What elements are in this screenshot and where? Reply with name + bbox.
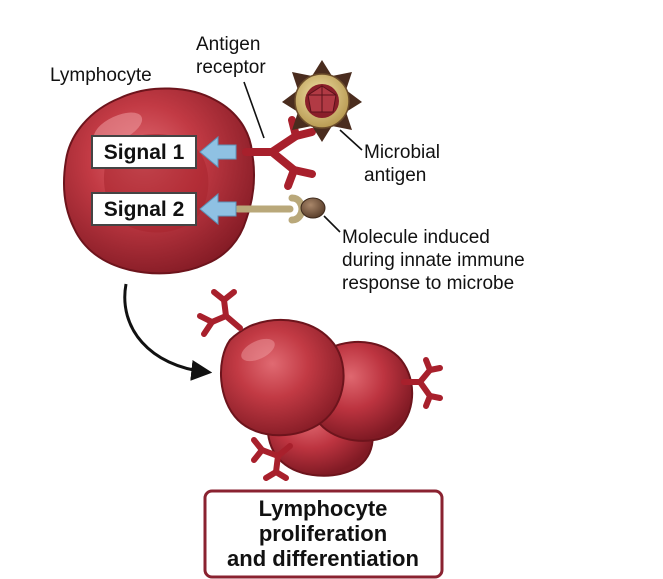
result-box: Lymphocyte proliferation and differentia… bbox=[203, 489, 444, 579]
result-label-line2: proliferation bbox=[259, 521, 387, 546]
microbial-antigen-icon bbox=[282, 60, 362, 142]
microbial-antigen-label-line2: antigen bbox=[364, 165, 426, 186]
daughter-receptor-bottom-icon bbox=[251, 437, 293, 481]
costimulator-molecule-icon bbox=[300, 197, 326, 219]
daughter-cell-front bbox=[220, 319, 345, 437]
proliferation-arrow-icon bbox=[123, 283, 213, 381]
antigen-receptor-label-line2: receptor bbox=[196, 57, 266, 78]
signal-2-label: Signal 2 bbox=[104, 198, 185, 221]
signal-1-box: Signal 1 bbox=[91, 135, 197, 169]
lymphocyte-label: Lymphocyte bbox=[50, 65, 152, 86]
signal-2-box: Signal 2 bbox=[91, 192, 197, 226]
result-label-line1: Lymphocyte bbox=[259, 496, 388, 521]
result-label-line3: and differentiation bbox=[227, 546, 419, 571]
signal-1-label: Signal 1 bbox=[104, 141, 185, 164]
daughter-receptor-right-icon bbox=[401, 357, 443, 409]
signal-2-arrow-icon bbox=[199, 192, 237, 226]
signal-1-arrow-icon bbox=[199, 135, 237, 169]
leader-lines bbox=[243, 81, 363, 233]
antigen-receptor-icon bbox=[242, 116, 316, 190]
molecule-label-line2: during innate immune bbox=[342, 250, 525, 271]
molecule-label-line3: response to microbe bbox=[342, 273, 514, 294]
costimulator-receptor-icon bbox=[234, 194, 326, 224]
microbial-antigen-label-line1: Microbial bbox=[364, 142, 440, 163]
main-lymphocyte bbox=[63, 87, 255, 275]
molecule-label-line1: Molecule induced bbox=[342, 227, 490, 248]
daughter-receptor-top-icon bbox=[197, 289, 243, 337]
antigen-receptor-label-line1: Antigen bbox=[196, 34, 260, 55]
proliferating-lymphocytes bbox=[197, 289, 443, 481]
